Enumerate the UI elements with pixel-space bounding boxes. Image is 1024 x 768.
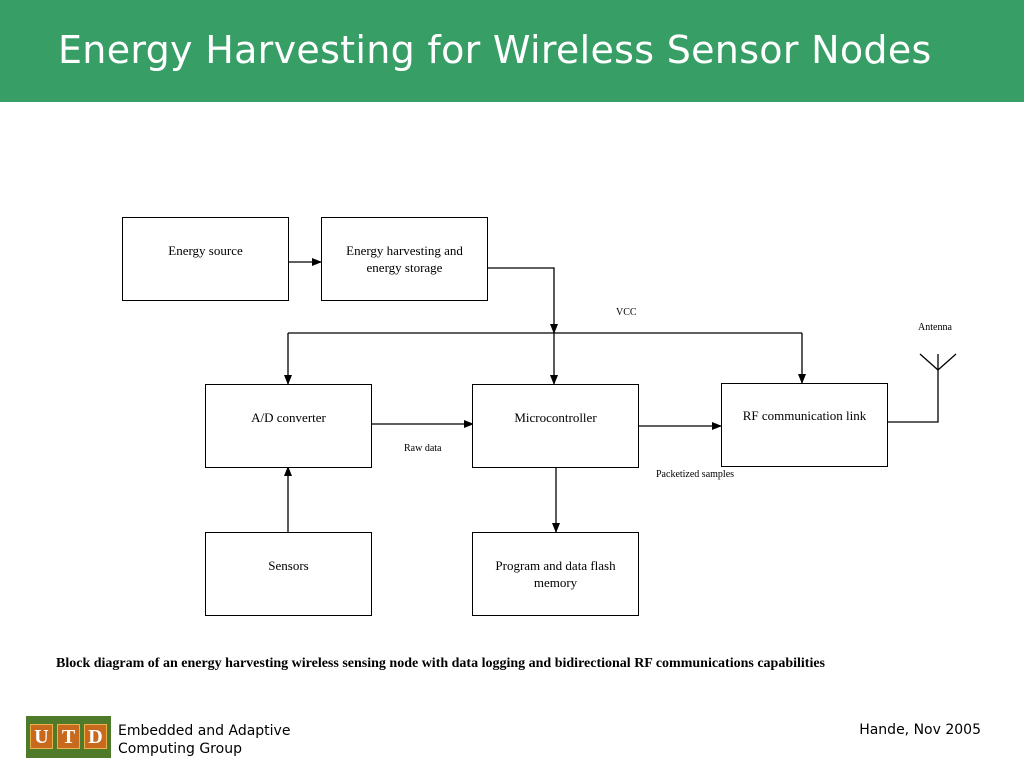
title-bar: Energy Harvesting for Wireless Sensor No… [0,0,1024,102]
memory-label-line1: Program and data flash [495,558,616,573]
ad-converter-block: A/D converter [205,384,372,468]
wire-rf-to-antenna [887,370,939,423]
energy-harvesting-label-line2: energy storage [366,260,443,275]
footer-author-date: Hande, Nov 2005 [859,722,981,738]
footer-org-line2: Computing Group [118,741,242,757]
utd-logo: U T D [26,716,111,758]
rf-link-label: RF communication link [742,408,867,423]
logo-letter-d: D [84,724,107,749]
packetized-samples-label: Packetized samples [656,469,735,480]
energy-source-label: Energy source [168,243,243,258]
ad-converter-label: A/D converter [251,410,326,425]
wire-harvesting-to-vcc [487,267,558,334]
rf-link-block: RF communication link [721,383,888,467]
logo-letter-t: T [57,724,80,749]
vcc-label: VCC [616,307,637,318]
energy-source-block: Energy source [122,217,289,301]
diagram-caption: Block diagram of an energy harvesting wi… [56,656,826,671]
raw-data-label: Raw data [404,443,442,454]
footer-org-line1: Embedded and Adaptive [118,723,291,739]
microcontroller-label: Microcontroller [514,410,597,425]
microcontroller-block: Microcontroller [472,384,639,468]
memory-label-line2: memory [533,575,578,590]
logo-letter-u: U [30,724,53,749]
antenna-label: Antenna [918,322,952,333]
sensors-label: Sensors [268,558,309,573]
energy-harvesting-label-line1: Energy harvesting and [346,243,463,258]
sensors-block: Sensors [205,532,372,616]
footer-organization: Embedded and Adaptive Computing Group [118,722,290,758]
slide-title: Energy Harvesting for Wireless Sensor No… [58,28,932,72]
memory-block: Program and data flash memory [472,532,639,616]
energy-harvesting-block: Energy harvesting and energy storage [321,217,488,301]
